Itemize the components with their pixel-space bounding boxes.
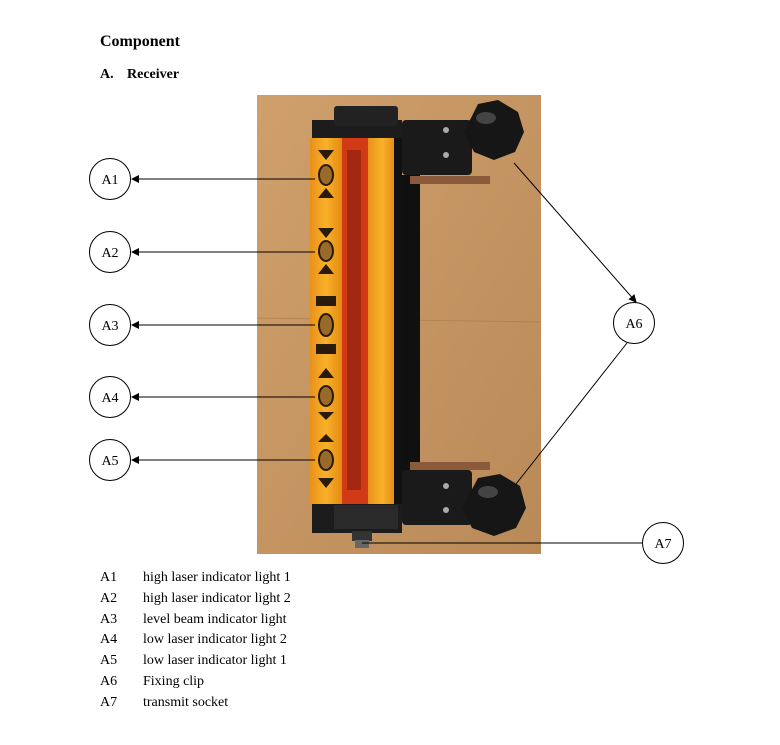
callout-a7-label: A7 (654, 537, 671, 552)
legend-text: Fixing clip (143, 673, 205, 689)
receiver-body (310, 106, 402, 548)
subsection-heading: A. Receiver (100, 67, 179, 83)
subsection-title: Receiver (127, 67, 180, 82)
callout-a6: A6 (613, 302, 655, 344)
callout-a5: A5 (89, 439, 131, 481)
callout-a4: A4 (89, 376, 131, 418)
indicator-light-a2 (318, 228, 334, 274)
legend-text: level beam indicator light (143, 611, 287, 627)
leader-line-a6-top (513, 162, 637, 303)
legend-item-a7: A7 transmit socket (100, 693, 291, 714)
legend-code: A1 (100, 570, 118, 585)
leader-lines (131, 162, 642, 544)
side-housing (368, 138, 396, 504)
callout-a1: A1 (89, 158, 131, 200)
callout-a3: A3 (89, 304, 131, 346)
legend-code: A6 (100, 673, 118, 689)
indicator-light-a4 (318, 368, 334, 420)
component-legend: A1 high laser indicator light 1 A2 high … (100, 568, 291, 714)
legend-item-a2: A2 high laser indicator light 2 (100, 589, 291, 610)
indicator-light-a5 (318, 434, 334, 488)
callout-a6-label: A6 (625, 317, 642, 332)
section-heading: Component (100, 33, 181, 50)
subsection-number: A. (100, 67, 114, 82)
legend-code: A5 (100, 653, 118, 669)
legend-item-a6: A6 Fixing clip (100, 672, 291, 693)
legend-text: low laser indicator light 1 (143, 653, 287, 669)
transmit-socket (352, 531, 372, 548)
handle-bar (400, 175, 420, 475)
legend-text: high laser indicator light 1 (143, 570, 291, 585)
legend-text: low laser indicator light 2 (143, 632, 287, 648)
indicator-light-a1 (318, 150, 334, 198)
legend-item-a5: A5 low laser indicator light 1 (100, 651, 291, 672)
bottom-fixing-clip (402, 462, 526, 536)
top-fixing-clip (402, 100, 524, 184)
legend-text: transmit socket (143, 694, 229, 710)
legend-code: A2 (100, 590, 118, 606)
callout-a2: A2 (89, 231, 131, 273)
leader-line-a6-bottom (515, 342, 628, 485)
callout-a3-label: A3 (101, 319, 118, 334)
legend-item-a3: A3 level beam indicator light (100, 610, 291, 631)
legend-code: A7 (100, 694, 118, 710)
callout-a7: A7 (642, 522, 684, 564)
callout-a5-label: A5 (101, 454, 118, 469)
legend-item-a1: A1 high laser indicator light 1 (100, 568, 291, 589)
callout-a1-label: A1 (101, 173, 118, 188)
legend-text: high laser indicator light 2 (143, 590, 291, 606)
indicator-light-a3 (316, 296, 336, 354)
legend-code: A3 (100, 611, 118, 627)
callout-a2-label: A2 (101, 246, 118, 261)
callout-a4-label: A4 (101, 391, 118, 406)
legend-code: A4 (100, 632, 118, 648)
legend-item-a4: A4 low laser indicator light 2 (100, 630, 291, 651)
